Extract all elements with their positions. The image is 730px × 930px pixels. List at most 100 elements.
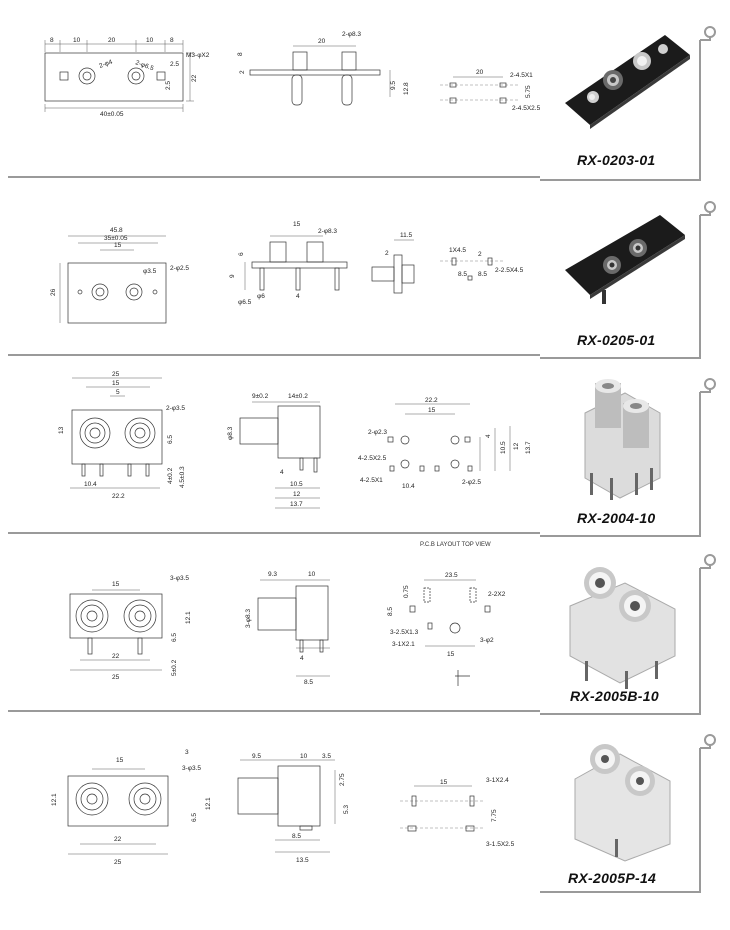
dim-text: 6.5 (167, 435, 174, 444)
model-label: RX-0203-01 (577, 152, 656, 168)
product-rx-2005b-10: P.C.B LAYOUT TOP VIEW 15 3-φ3.5 12.1 6.5… (0, 536, 730, 714)
dim-text: 12 (293, 491, 301, 498)
dim-text: 4-2.5X2.5 (358, 455, 387, 462)
dim-text: 9 (229, 274, 236, 278)
dim-text: 10 (300, 753, 308, 760)
dim-text: 3-φ8.3 (245, 609, 252, 628)
dim-text: 4 (296, 293, 300, 300)
drawing-rx-2005p-14: 15 3 3-φ3.5 12.1 12.1 6.5 22 25 9.5 10 (51, 749, 515, 866)
dim-text: 22 (112, 653, 120, 660)
dim-text: 11.5 (400, 232, 413, 239)
dim-text: 4±0.2 (167, 467, 174, 484)
dim-text: 6.5 (171, 633, 178, 642)
dim-text: 2-2X2 (488, 591, 506, 598)
dim-text: 10 (308, 571, 316, 578)
dim-text: 12.1 (51, 793, 58, 806)
dim-text: 6.5 (191, 813, 198, 822)
dim-text: 20 (476, 69, 484, 76)
dim-text: 3-2.5X1.3 (390, 629, 419, 636)
dim-text: φ3.5 (143, 268, 157, 275)
dim-text: 2.5 (170, 61, 179, 68)
dim-text: 45.8 (110, 227, 123, 234)
product-photo (584, 379, 661, 500)
dim-text: 15 (114, 242, 122, 249)
dim-text: 10.4 (84, 481, 97, 488)
product-photo (574, 744, 671, 862)
product-photo (565, 215, 685, 304)
drawing-rx-0205-01: 45.8 35±0.05 15 φ3.5 2-φ2.5 26 15 2-φ8.3… (50, 221, 524, 324)
model-label: RX-2005P-14 (568, 870, 657, 886)
dim-text: 12 (513, 442, 520, 450)
dim-text: 20 (108, 37, 116, 44)
dim-text: 2-φ2.3 (368, 429, 387, 436)
dim-text: 3-1X2.1 (392, 641, 415, 648)
dim-text: 2.5 (165, 81, 172, 90)
dim-text: 9.5 (252, 753, 261, 760)
dim-text: 3 (185, 749, 189, 756)
dim-text: 9.5 (390, 81, 397, 90)
dim-text: 9.3 (268, 571, 277, 578)
dim-text: 12.1 (205, 797, 212, 810)
dim-text: 26 (50, 288, 57, 296)
model-label: RX-2004-10 (577, 510, 656, 526)
dim-text: 10 (73, 37, 81, 44)
dim-text: 2 (478, 251, 482, 258)
dim-text: 22 (191, 74, 198, 82)
dim-text: φ6 (257, 293, 265, 300)
dim-text: 2-4.5X2.5 (512, 105, 541, 112)
dim-text: 8 (50, 37, 54, 44)
dim-text: 13.7 (525, 441, 532, 454)
dim-text: 9±0.2 (252, 393, 269, 400)
dim-text: 8 (237, 52, 244, 56)
dim-text: 15 (440, 779, 448, 786)
dim-text: 2-φ3.5 (166, 405, 185, 412)
dim-text: 12.1 (185, 611, 192, 624)
dim-text: 4 (485, 434, 492, 438)
dim-text: 13.7 (290, 501, 303, 508)
dim-text: 8 (170, 37, 174, 44)
model-label: RX-0205-01 (577, 332, 656, 348)
dim-text: 13.5 (296, 857, 309, 864)
dim-text: 8.5 (478, 271, 487, 278)
dim-text: 4 (280, 469, 284, 476)
dim-text: 15 (428, 407, 436, 414)
dim-text: 2-φ8.3 (342, 31, 361, 38)
dim-text: 13 (58, 426, 65, 434)
dim-text: φ6.5 (238, 299, 252, 306)
dim-text: 2 (239, 70, 246, 74)
dim-text: 8.5 (292, 833, 301, 840)
dim-text: 10.4 (402, 483, 415, 490)
dim-text: 3-φ3.5 (170, 575, 189, 582)
product-rx-0203-01: 8 10 20 10 8 2-φ4 2-φ6.5 M3-φX2 2.5 2.5 … (0, 0, 730, 180)
dim-text: 2-4.5X1 (510, 72, 533, 79)
dim-text: 23.5 (445, 572, 458, 579)
dim-text: 15 (116, 757, 124, 764)
dim-text: 5.3 (343, 805, 350, 814)
dim-text: 7.75 (491, 809, 498, 822)
dim-text: 8.5 (458, 271, 467, 278)
dim-text: 3-1.5X2.5 (486, 841, 515, 848)
pcb-layout-header: P.C.B LAYOUT TOP VIEW (420, 542, 491, 548)
dim-text: 40±0.05 (100, 111, 124, 118)
dim-text: 4-2.5X1 (360, 477, 383, 484)
dim-text: 12.8 (403, 82, 410, 95)
dim-text: 14±0.2 (288, 393, 308, 400)
product-photo (569, 567, 676, 689)
dim-text: 4 (300, 655, 304, 662)
drawing-rx-2004-10: 25 15 5 2-φ3.5 13 6.5 4±0.2 4.5±0.3 10.4… (58, 371, 532, 509)
dim-text: 2-2.5X4.5 (495, 267, 524, 274)
dim-text: 0.75 (403, 585, 410, 598)
dim-text: 2-φ8.3 (318, 228, 337, 235)
dim-text: 3-φ3.5 (182, 765, 201, 772)
dim-text: 22.2 (425, 397, 438, 404)
dim-text: 4.5±0.3 (179, 466, 186, 488)
dim-text: 15 (112, 380, 120, 387)
dim-text: 15 (293, 221, 301, 228)
product-photo (565, 35, 690, 129)
dim-text: 35±0.05 (104, 235, 128, 242)
drawing-rx-0203-01: 8 10 20 10 8 2-φ4 2-φ6.5 M3-φX2 2.5 2.5 … (44, 31, 541, 118)
drawing-rx-2005b-10: 15 3-φ3.5 12.1 6.5 5±0.2 22 25 9.3 10 3-… (69, 571, 506, 686)
dim-text: 10.5 (290, 481, 303, 488)
